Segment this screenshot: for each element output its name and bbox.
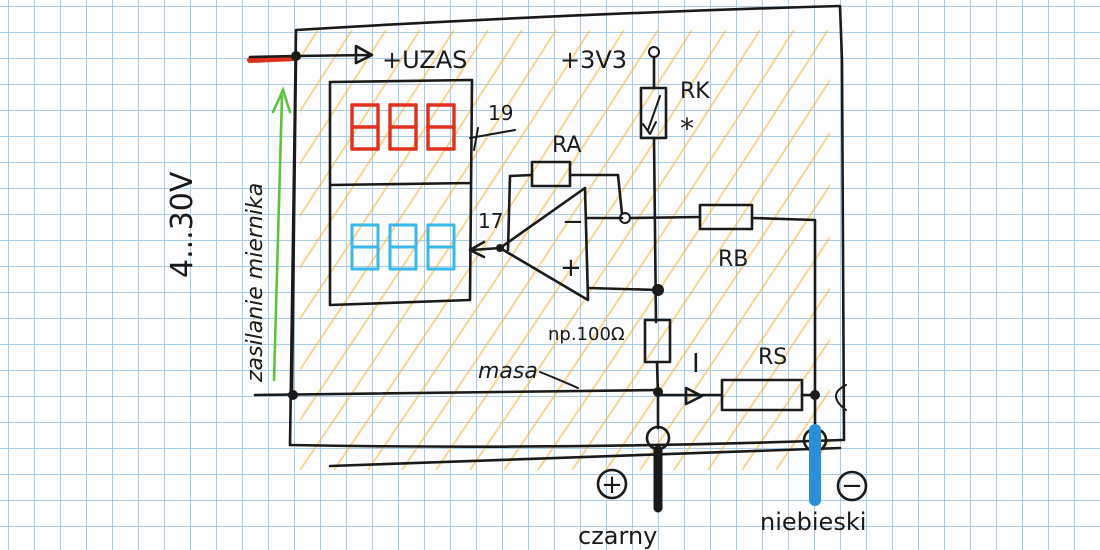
- hatch-line: [300, 30, 421, 218]
- hatch-line: [775, 388, 830, 470]
- current-label: I: [692, 349, 700, 379]
- hatch-line: [673, 235, 830, 470]
- ground-label: masa: [478, 359, 538, 384]
- pin-19-label: 19: [488, 101, 513, 125]
- hatch-line: [605, 131, 830, 470]
- lead-blue-label: niebieski: [760, 508, 866, 536]
- plus-symbol: +: [601, 470, 623, 500]
- display-top-red: [350, 103, 456, 151]
- hatch-line: [980, 30, 1100, 470]
- minus-symbol-circle: [836, 470, 868, 502]
- ra-label: RA: [552, 133, 581, 158]
- hatch-line: [300, 30, 591, 470]
- hatch-line: [0, 30, 250, 470]
- plus-symbol-circle: [596, 468, 628, 500]
- display-module-box: [328, 78, 474, 307]
- r100-label: np.100Ω: [548, 324, 625, 345]
- range-marker: [271, 86, 292, 382]
- hatch-line: [946, 30, 1100, 470]
- hatch-line: [1014, 30, 1100, 470]
- hatch-line: [300, 30, 387, 166]
- hatch-line: [401, 30, 693, 470]
- hatch-line: [639, 183, 830, 470]
- hatch-line: [469, 30, 761, 470]
- rk-label: RK: [680, 79, 710, 104]
- opamp-minus-label: −: [562, 207, 584, 237]
- display-bottom-blue: [350, 223, 456, 271]
- lead-black-label: czarny: [578, 522, 657, 550]
- minus-symbol: −: [841, 471, 863, 501]
- hatch-line: [300, 30, 557, 422]
- meter-power-label: zasilanie miernika: [243, 183, 268, 383]
- resistor-rs: [720, 378, 804, 412]
- hatch-line: [571, 78, 830, 470]
- hatch-line: [809, 438, 830, 470]
- hatch-line: [435, 30, 727, 470]
- supply-arrow: [294, 44, 374, 65]
- rb-label: RB: [718, 247, 748, 272]
- rs-label: RS: [758, 345, 787, 370]
- hatch-line: [300, 30, 353, 114]
- hatch-line: [503, 30, 795, 470]
- supply-3v3-label: +3V3: [560, 46, 627, 74]
- hatch-line: [912, 30, 1100, 470]
- terminal-3v3: [648, 46, 660, 58]
- voltage-range-label: 4...30V: [165, 171, 200, 278]
- hatch-line: [300, 30, 489, 321]
- hatch-line: [0, 30, 284, 470]
- hatch-line: [537, 30, 829, 470]
- op-amp: [498, 186, 590, 302]
- hatch-line: [844, 30, 1100, 470]
- enclosure-box: [288, 4, 846, 468]
- hatch-line: [300, 30, 455, 270]
- input-lead-positive: [247, 55, 299, 63]
- rk-mark: *: [680, 112, 694, 145]
- hatch-line: [367, 30, 659, 470]
- hatch-line: [878, 30, 1100, 470]
- opamp-plus-label: +: [560, 253, 582, 283]
- pin-17-label: 17: [478, 209, 503, 233]
- supply-out-label: +UZAS: [382, 46, 467, 74]
